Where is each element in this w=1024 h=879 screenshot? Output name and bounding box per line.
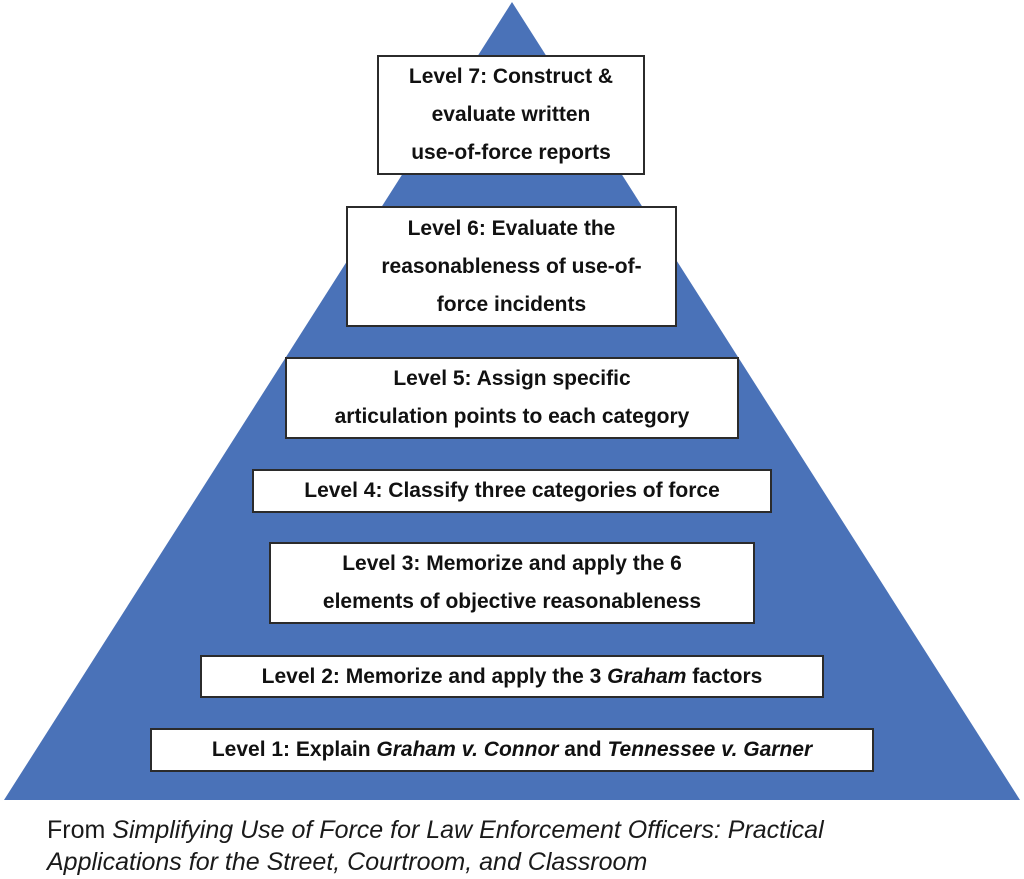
source-caption: From Simplifying Use of Force for Law En… — [47, 814, 824, 878]
level-7-line: Level 7: Construct & — [409, 58, 613, 96]
level-7-text-segment: use-of-force reports — [411, 141, 611, 164]
level-7-text-segment: evaluate written — [431, 103, 591, 126]
level-5-box: Level 5: Assign specific articulation poi… — [285, 357, 739, 439]
level-2-text: Level 2: Memorize and apply the 3 Graham… — [262, 658, 763, 696]
level-6-text-segment: Level 6: Evaluate the — [407, 216, 616, 240]
level-3-line: elements of objective reasonableness — [323, 583, 701, 621]
level-3-box: Level 3: Memorize and apply the 6 element… — [269, 542, 755, 624]
level-7-line: evaluate written — [409, 96, 613, 134]
level-2-box: Level 2: Memorize and apply the 3 Graham… — [200, 655, 824, 698]
level-3-line: Level 3: Memorize and apply the 6 — [323, 545, 701, 583]
level-1-text: Level 1: Explain Graham v. Connor and Te… — [212, 731, 812, 769]
level-4-line: Level 4: Classify three categories of fo… — [304, 472, 720, 510]
level-6-text-segment: force incidents — [436, 292, 587, 316]
level-1-italic-text: Tennessee v. Garner — [607, 738, 813, 761]
level-4-box: Level 4: Classify three categories of fo… — [252, 469, 772, 513]
level-3-text: Level 3: Memorize and apply the 6 element… — [323, 545, 701, 621]
level-5-line: Level 5: Assign specific — [335, 360, 690, 398]
level-6-text-segment: reasonableness of use-of- — [381, 254, 642, 278]
level-2-text-segment: factors — [686, 664, 763, 688]
level-7-text: Level 7: Construct & evaluate written use-… — [409, 58, 613, 172]
level-4-text-segment: Level 4: Classify three categories of fo… — [304, 479, 720, 502]
caption-text-segment: From — [47, 816, 113, 844]
caption-line: Applications for the Street, Courtroom, … — [47, 846, 824, 878]
level-3-text-segment: Level 3: Memorize and apply the 6 — [342, 552, 682, 575]
level-7-line: use-of-force reports — [409, 134, 613, 172]
level-1-box: Level 1: Explain Graham v. Connor and Te… — [150, 728, 874, 772]
level-7-text-segment: Level 7: Construct & — [408, 65, 614, 88]
level-3-text-segment: elements of objective reasonableness — [322, 590, 702, 613]
level-5-line: articulation points to each category — [335, 398, 690, 436]
level-2-italic-text: Graham — [607, 664, 687, 688]
level-5-text-segment: Level 5: Assign specific — [393, 367, 631, 390]
level-6-text: Level 6: Evaluate the reasonableness of u… — [381, 210, 641, 324]
caption-italic-text: Simplifying Use of Force for Law Enforce… — [112, 816, 824, 844]
level-1-line: Level 1: Explain Graham v. Connor and Te… — [212, 731, 812, 769]
level-7-box: Level 7: Construct & evaluate written use-… — [377, 55, 645, 175]
level-5-text: Level 5: Assign specific articulation poi… — [335, 360, 690, 436]
level-1-italic-text: Graham v. Connor — [376, 738, 559, 761]
level-5-text-segment: articulation points to each category — [334, 405, 690, 428]
level-6-line: Level 6: Evaluate the — [381, 210, 641, 248]
level-1-text-segment: Level 1: Explain — [211, 738, 377, 761]
level-1-text-segment: and — [558, 738, 608, 761]
level-4-text: Level 4: Classify three categories of fo… — [304, 472, 720, 510]
level-6-box: Level 6: Evaluate the reasonableness of u… — [346, 206, 677, 327]
caption-line: From Simplifying Use of Force for Law En… — [47, 814, 824, 846]
level-6-line: force incidents — [381, 286, 641, 324]
caption-text: From Simplifying Use of Force for Law En… — [47, 814, 824, 878]
level-6-line: reasonableness of use-of- — [381, 248, 641, 286]
level-2-line: Level 2: Memorize and apply the 3 Graham… — [262, 658, 763, 696]
caption-italic-text: Applications for the Street, Courtroom, … — [47, 848, 648, 876]
level-2-text-segment: Level 2: Memorize and apply the 3 — [261, 664, 608, 688]
